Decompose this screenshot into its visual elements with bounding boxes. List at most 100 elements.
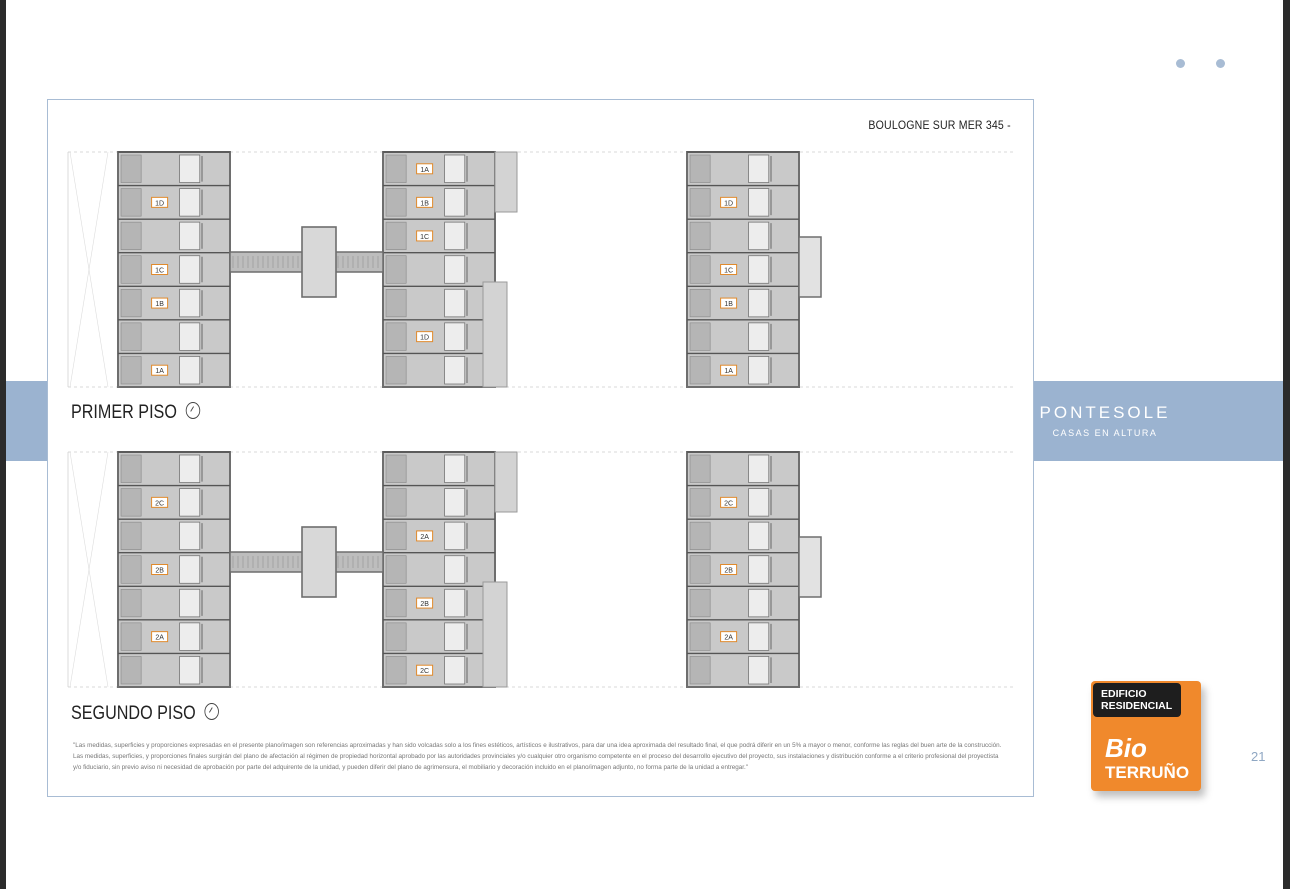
balcony [689,521,711,551]
north-arrow-icon [185,402,200,420]
balcony [120,521,142,551]
floor-title-text: PRIMER PISO [71,402,177,423]
legal-disclaimer: "Las medidas, superficies y proporciones… [73,742,1002,771]
logo-bio: Bio [1105,733,1147,763]
plans-frame: BOULOGNE SUR MER 345 - 1D 1C 1B 1A 1A 1B 1C 1D 1… [47,99,1034,797]
balcony [689,488,711,517]
balcony [120,221,142,251]
unit-label: 2A [420,534,429,541]
balcony [689,588,711,618]
room [444,255,466,284]
brand-band: PONTESOLE CASAS EN ALTURA [995,381,1283,461]
floor-title-segundo-piso: SEGUNDO PISO [71,703,219,725]
brand-name: PONTESOLE [1039,403,1171,422]
unit-label: 2A [155,635,164,642]
balcony [120,356,142,385]
floor-title-primer-piso: PRIMER PISO [71,402,200,424]
balcony [689,656,711,685]
room [444,454,466,483]
unit-tag [720,297,738,309]
room [748,255,770,284]
balcony [385,521,407,551]
unit-tag [720,631,738,643]
room [748,588,770,618]
unit-label: 1C [420,234,429,241]
room [179,221,201,251]
balcony [689,555,711,584]
balcony [689,322,711,351]
balcony [689,622,711,651]
unit-tag [416,196,434,208]
balcony [120,188,142,217]
balcony [120,622,142,651]
unit-label: 1A [724,368,733,375]
unit-label: 2B [155,568,164,575]
balcony [689,454,711,483]
project-address: BOULOGNE SUR MER 345 - [868,118,1011,132]
unit-label: 1D [155,200,164,207]
room [179,255,201,284]
room [179,622,201,651]
room [748,188,770,217]
room [179,521,201,551]
room [179,288,201,318]
unit-label: 1D [724,200,733,207]
unit-tag [151,196,169,208]
brand-tagline: CASAS EN ALTURA [1052,428,1158,438]
balcony [120,255,142,284]
room [444,622,466,651]
unit-label: 1A [155,368,164,375]
unit-label: 2C [724,500,733,507]
room [179,555,201,584]
balcony [689,356,711,385]
stair-core [301,226,337,298]
dot[interactable] [1176,59,1185,68]
stair-core [798,536,822,598]
balcony [385,488,407,517]
balcony [120,454,142,483]
room [748,221,770,251]
room [444,521,466,551]
unit-tag [720,196,738,208]
balcony [120,656,142,685]
room [444,322,466,351]
construction-line [69,151,109,388]
unit-tag [720,364,738,376]
balcony [385,588,407,618]
logo-terruno: TERRUÑO [1105,763,1190,782]
room [444,188,466,217]
unit-label: 2C [155,500,164,507]
dot[interactable] [1216,59,1225,68]
unit-label: 1A [420,167,429,174]
room [444,356,466,385]
unit-tag [151,297,169,309]
unit-label: 2A [724,635,733,642]
terrace [482,581,508,688]
room [179,322,201,351]
room [748,322,770,351]
room [748,488,770,517]
unit-label: 1D [420,335,429,342]
balcony [385,622,407,651]
balcony [689,221,711,251]
page-number: 21 [1251,749,1266,764]
unit-label: 2C [420,668,429,675]
unit-label: 2B [420,601,429,608]
unit-tag [416,331,434,343]
unit-tag [416,597,434,609]
unit-label: 1C [155,268,164,275]
unit-label: 1B [724,301,733,308]
unit-tag [151,264,169,275]
room [179,454,201,483]
balcony [385,154,407,183]
unit-tag [151,631,169,643]
room [748,622,770,651]
unit-label: 1B [420,200,429,207]
unit-tag [720,496,738,508]
terrace [494,151,518,213]
unit-label: 1B [155,301,164,308]
unit-tag [416,163,434,175]
terrace [494,451,518,513]
